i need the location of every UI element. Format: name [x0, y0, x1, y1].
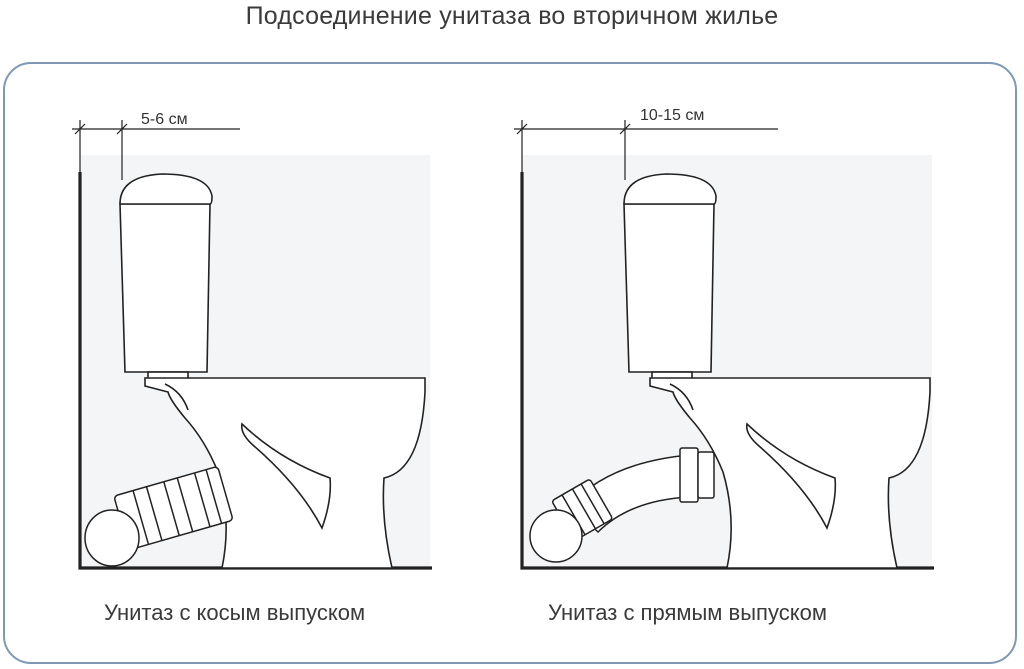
- diagram-frame: [3, 62, 1017, 664]
- left-panel: [72, 120, 432, 570]
- right-pipe: [529, 447, 715, 563]
- right-caption: Унитаз с прямым выпуском: [548, 600, 827, 625]
- diagram-title: Подсоединение унитаза во вторичном жилье: [245, 2, 779, 30]
- left-pipe: [84, 466, 233, 567]
- right-dimension-label: 10-15 см: [640, 107, 704, 124]
- left-bowl: [144, 377, 426, 569]
- right-tank: [623, 173, 717, 381]
- left-tank: [119, 173, 213, 381]
- left-caption: Унитаз с косым выпуском: [104, 600, 366, 625]
- right-bowl: [649, 377, 931, 569]
- right-panel: [514, 120, 934, 570]
- right-dimension: [514, 120, 778, 180]
- left-dimension-label: 5-6 см: [141, 111, 188, 128]
- left-dimension: [72, 120, 240, 180]
